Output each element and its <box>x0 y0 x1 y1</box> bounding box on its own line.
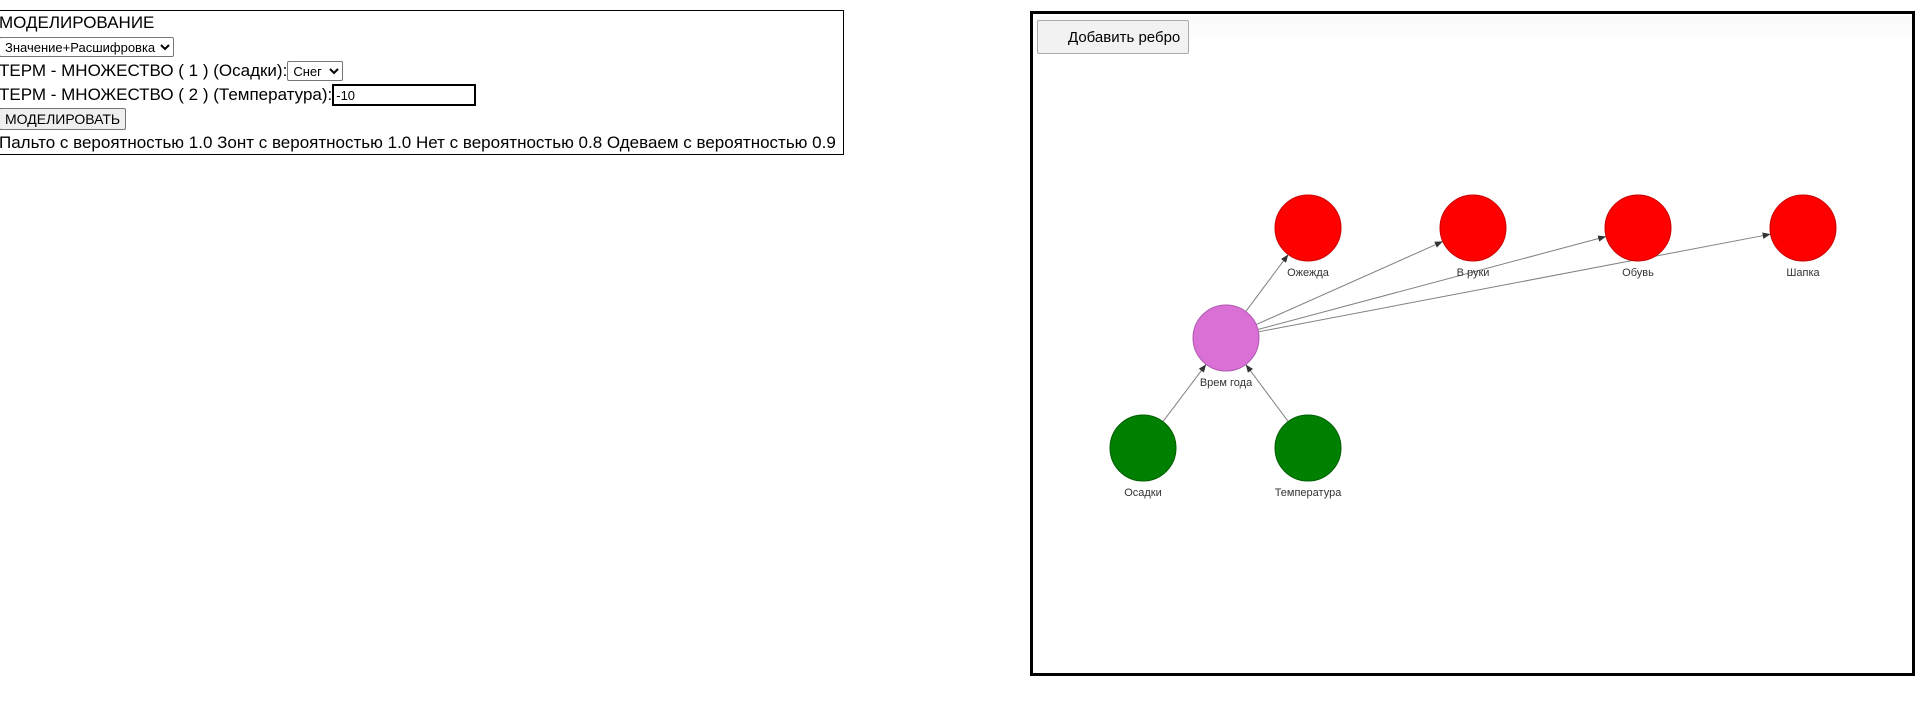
node-circle[interactable] <box>1604 194 1672 262</box>
graph-canvas[interactable]: Осадки Температура Врем года Ожежда В руки Об… <box>1033 14 1912 673</box>
edge-vremgoda-obuv[interactable] <box>1257 235 1607 330</box>
term2-input[interactable] <box>332 84 477 106</box>
edge-vremgoda-shapka[interactable] <box>1258 232 1771 333</box>
term2-label: ТЕРМ - МНОЖЕСТВО ( 2 ) (Температура): <box>0 85 333 104</box>
node-label: Температура <box>1275 487 1343 499</box>
form-title: МОДЕЛИРОВАНИЕ <box>0 13 155 32</box>
nodes-layer: Осадки Температура Врем года Ожежда В руки Об… <box>1109 194 1837 499</box>
node-label: Врем года <box>1200 377 1253 389</box>
graph-node-vruki[interactable]: В руки <box>1439 194 1507 279</box>
node-circle[interactable] <box>1274 414 1342 482</box>
node-label: Обувь <box>1622 267 1654 279</box>
simulation-form: МОДЕЛИРОВАНИЕ Значение+Расшифровка ТЕРМ … <box>0 10 844 155</box>
edges-layer <box>1162 232 1771 422</box>
graph-toolbar: Добавить ребро <box>1035 16 1912 54</box>
graph-panel: Осадки Температура Врем года Ожежда В руки Об… <box>1030 11 1915 676</box>
node-label: Ожежда <box>1287 267 1330 279</box>
edge-vremgoda-ozhezhda[interactable] <box>1245 254 1289 312</box>
result-text: Пальто с вероятностью 1.0 Зонт с вероятн… <box>0 133 836 152</box>
term1-label: ТЕРМ - МНОЖЕСТВО ( 1 ) (Осадки): <box>0 61 288 80</box>
term1-row: ТЕРМ - МНОЖЕСТВО ( 1 ) (Осадки): Снег <box>0 59 843 83</box>
graph-node-osadki[interactable]: Осадки <box>1109 414 1177 499</box>
node-circle[interactable] <box>1274 194 1342 262</box>
graph-node-ozhezhda[interactable]: Ожежда <box>1274 194 1342 279</box>
node-circle[interactable] <box>1439 194 1507 262</box>
mode-select[interactable]: Значение+Расшифровка <box>0 37 174 57</box>
node-circle[interactable] <box>1109 414 1177 482</box>
term2-row: ТЕРМ - МНОЖЕСТВО ( 2 ) (Температура): <box>0 83 843 107</box>
add-edge-button[interactable]: Добавить ребро <box>1037 20 1189 54</box>
graph-node-obuv[interactable]: Обувь <box>1604 194 1672 279</box>
term1-select[interactable]: Снег <box>287 61 344 81</box>
edge-osadki-vremgoda[interactable] <box>1162 364 1207 422</box>
node-circle[interactable] <box>1769 194 1837 262</box>
node-label: Осадки <box>1124 487 1162 499</box>
node-label: Шапка <box>1786 267 1820 279</box>
edge-temperatura-vremgoda[interactable] <box>1245 364 1289 422</box>
node-circle[interactable] <box>1192 304 1260 372</box>
graph-node-temperatura[interactable]: Температура <box>1274 414 1343 499</box>
mode-row: Значение+Расшифровка <box>0 35 843 59</box>
graph-node-shapka[interactable]: Шапка <box>1769 194 1837 279</box>
edge-vremgoda-vruki[interactable] <box>1255 240 1444 326</box>
simulate-button[interactable]: МОДЕЛИРОВАТЬ <box>0 108 127 130</box>
node-label: В руки <box>1457 267 1490 279</box>
graph-node-vremgoda[interactable]: Врем года <box>1192 304 1260 389</box>
simulate-row: МОДЕЛИРОВАТЬ <box>0 107 843 131</box>
